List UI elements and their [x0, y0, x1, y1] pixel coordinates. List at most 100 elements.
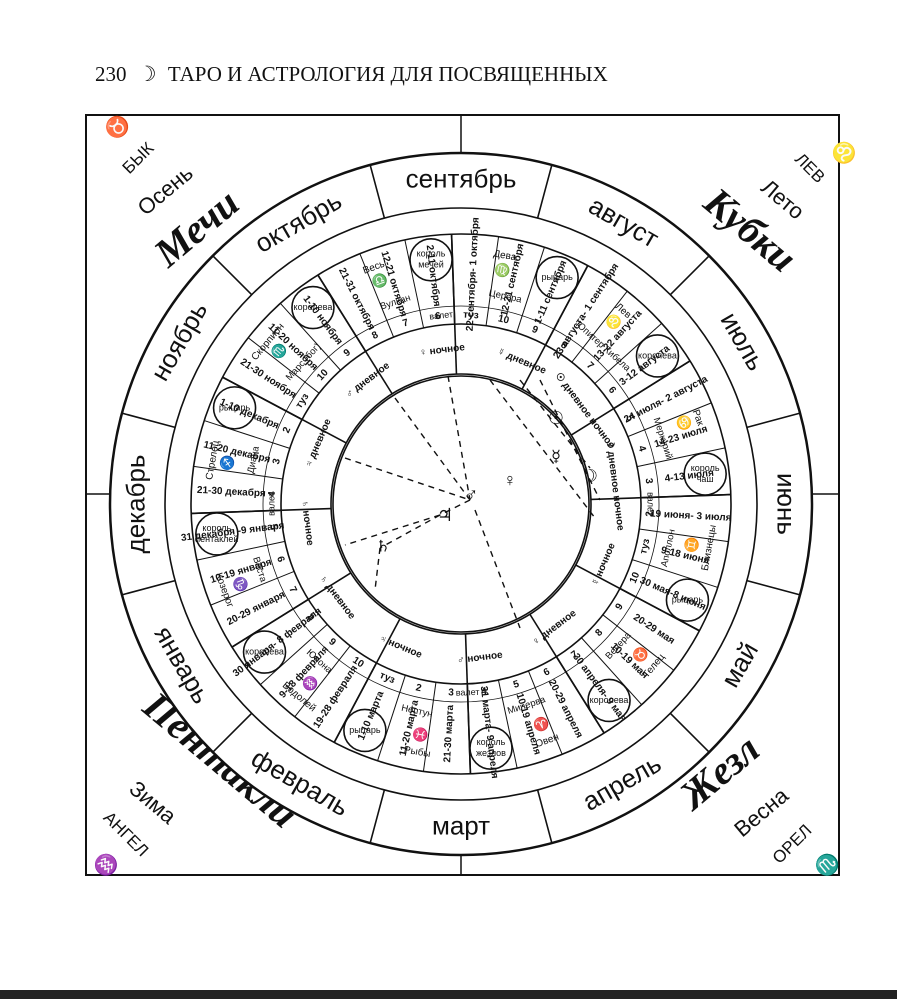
card-circle-6: [469, 726, 513, 770]
card-label-6: король: [477, 737, 506, 747]
card-label-9: пентаклей: [195, 534, 238, 544]
decan-divider: [359, 253, 395, 338]
page-header: 230 ☽ ТАРО И АСТРОЛОГИЯ ДЛЯ ПОСВЯЩЕННЫХ: [95, 62, 614, 87]
decan-dates-9: 19 июня- 3 июля: [650, 509, 732, 524]
card-label-11: королева: [294, 302, 333, 312]
corner-tr-sign: ♌: [827, 135, 862, 169]
decan-divider: [196, 540, 286, 561]
corner-br-creature: ОРЕЛ: [769, 821, 816, 868]
card-circle-8: [242, 630, 287, 674]
center-line-3: [447, 375, 471, 501]
sign-glyph-4: ♊: [683, 535, 701, 554]
decan-divider: [594, 322, 662, 384]
month-divider: [746, 579, 801, 596]
center-line-10: [519, 379, 591, 469]
center-line-4: [439, 499, 471, 516]
sign-divider: [544, 265, 589, 346]
decan-number-ring: [262, 305, 660, 703]
decan-number-12: 9: [613, 601, 625, 612]
decan-number-28: 3: [271, 457, 283, 465]
sign-glyph-9: ♑: [231, 574, 251, 594]
decan-number-33: 8: [370, 329, 380, 342]
center-line-7: [374, 547, 381, 591]
center-line-6: [379, 514, 441, 549]
month-divider: [669, 712, 710, 753]
corner-bl-season: Зима: [125, 776, 182, 830]
decan-number-11: 10: [628, 570, 643, 585]
ring-3: [280, 323, 642, 685]
bottom-edge-bar: [0, 990, 897, 999]
decan-divider: [260, 624, 328, 686]
decan-number-14: 7: [569, 649, 580, 661]
ring-5: [332, 375, 590, 633]
card-label-5: королева: [590, 695, 629, 705]
decan-number-24: 7: [286, 585, 299, 595]
decan-divider: [516, 247, 545, 333]
month-divider: [121, 579, 176, 596]
corner-br-season: Весна: [729, 782, 793, 842]
decan-divider: [204, 420, 290, 449]
decan-number-2: 9: [530, 324, 540, 336]
corner-bl-sign: ♒: [89, 847, 124, 881]
mercury-glyph: ☿: [551, 449, 561, 466]
moon-icon: ☽: [137, 62, 157, 86]
month-divider: [746, 412, 801, 429]
sign-glyph-1: ♍: [493, 261, 512, 279]
sign-name-3: Рак: [690, 408, 706, 428]
sign-glyph-0: ♎: [370, 271, 390, 291]
sign-name-1: Дева: [492, 249, 517, 264]
card-label-2: королева: [638, 350, 677, 360]
decan-divider: [404, 239, 425, 329]
card-circle-1: [535, 255, 579, 300]
card-circle-4: [665, 578, 710, 622]
corner-tl-creature: БЫК: [119, 139, 158, 178]
sign-divider: [450, 234, 456, 325]
decan-divider: [485, 236, 500, 326]
sign-divider: [333, 662, 378, 743]
decan-number-23: 8: [304, 612, 316, 623]
decan-divider: [627, 402, 712, 438]
sign-glyph-7: ♓: [411, 726, 430, 744]
page-title: ТАРО И АСТРОЛОГИЯ ДЛЯ ПОСВЯЩЕННЫХ: [167, 62, 608, 86]
card-circle-2: [635, 334, 680, 378]
decan-divider: [210, 570, 295, 606]
ring-1: [164, 207, 758, 801]
decan-divider: [497, 679, 518, 769]
decan-divider: [422, 682, 437, 772]
month-divider: [369, 164, 386, 219]
month-label-9: декабрь: [120, 455, 150, 554]
decan-number-25: 6: [274, 555, 286, 564]
decan-divider: [377, 675, 406, 761]
card-label-3: король: [691, 463, 720, 473]
frame-border: [85, 114, 840, 876]
sign-divider: [191, 509, 282, 515]
sign-divider: [555, 656, 605, 734]
jupiter-glyph: ♃: [437, 505, 453, 525]
sign-divider: [466, 683, 472, 774]
saturn-glyph: ♄: [376, 539, 390, 556]
mars-glyph: ♂: [464, 485, 479, 507]
decan-number-4: 7: [584, 360, 596, 372]
decan-number-13: 8: [593, 627, 605, 639]
decan-number-10: туз: [638, 538, 652, 556]
decan-number-34: 7: [401, 317, 410, 329]
sign-divider: [619, 587, 700, 632]
card-label-6: жезлов: [476, 748, 506, 758]
sign-name-7: Рыбы: [403, 744, 431, 760]
cusp-label-0: валет: [429, 309, 454, 321]
decan-number-18: 3: [448, 687, 455, 698]
card-circle-5: [587, 678, 631, 723]
center-line-8: [489, 379, 596, 519]
card-circle-3: [683, 452, 727, 496]
card-label-0: мечей: [418, 260, 444, 270]
decan-number-22: 9: [326, 636, 338, 648]
ring-4: [330, 373, 592, 635]
decan-divider: [602, 614, 675, 671]
month-label-6: март: [432, 810, 490, 840]
ring-0: [108, 151, 814, 857]
sign-divider: [222, 376, 303, 421]
sign-divider: [613, 360, 691, 410]
decan-number-26: 5: [267, 524, 279, 531]
month-divider: [536, 164, 553, 219]
